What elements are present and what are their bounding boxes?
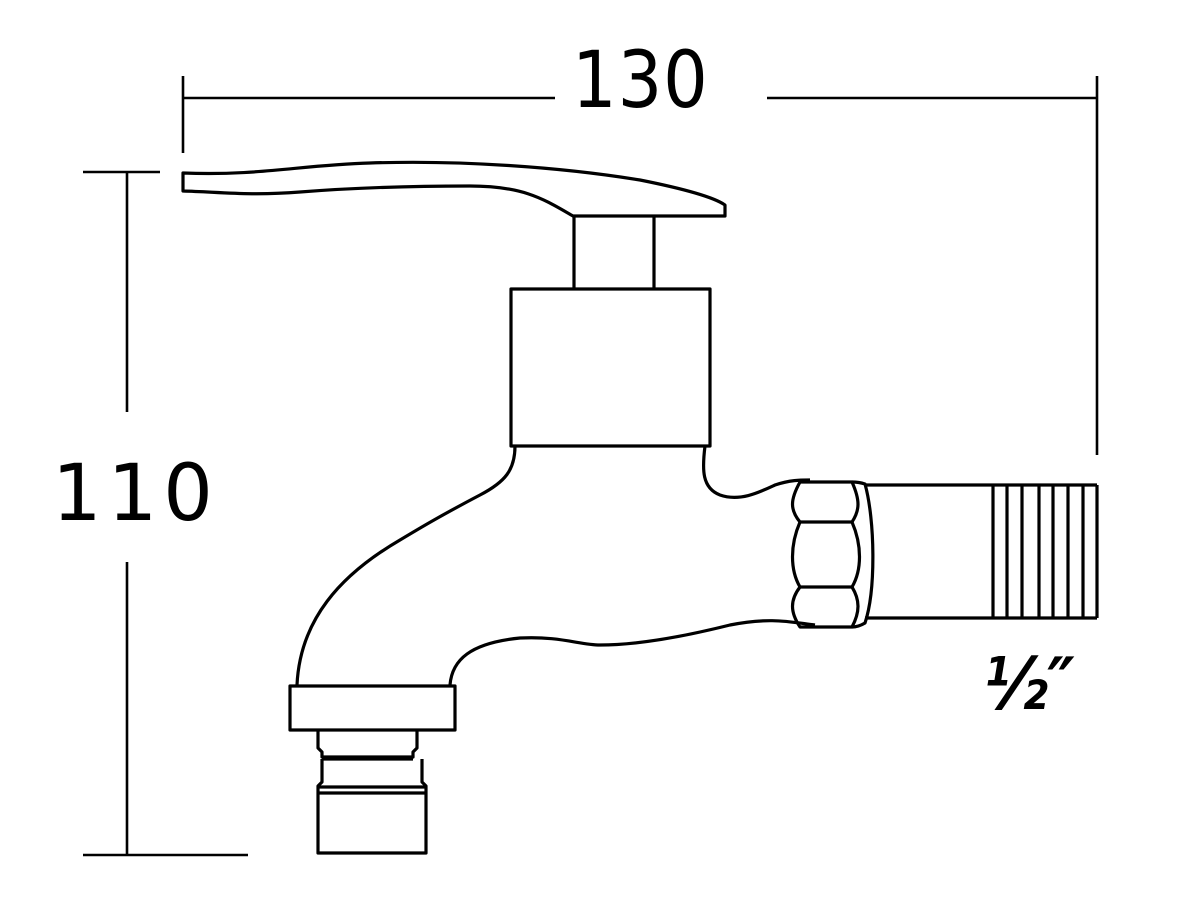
spout-underside bbox=[448, 619, 816, 686]
height-dimension-line bbox=[83, 170, 248, 857]
aerator-outlet bbox=[316, 730, 428, 855]
handle-stem bbox=[572, 216, 656, 289]
body-to-nut-top bbox=[701, 445, 811, 499]
height-dimension-label: 110 bbox=[52, 449, 219, 539]
width-dimension-line bbox=[181, 76, 1099, 455]
spout-collar bbox=[288, 684, 457, 732]
threaded-inlet bbox=[865, 483, 1099, 620]
valve-body bbox=[509, 287, 712, 448]
width-dimension-label: 130 bbox=[572, 36, 709, 126]
hex-nut bbox=[790, 480, 875, 629]
spout-body bbox=[295, 445, 517, 686]
thread-size-label: ½″ bbox=[984, 642, 1075, 726]
lever-handle bbox=[181, 160, 727, 218]
